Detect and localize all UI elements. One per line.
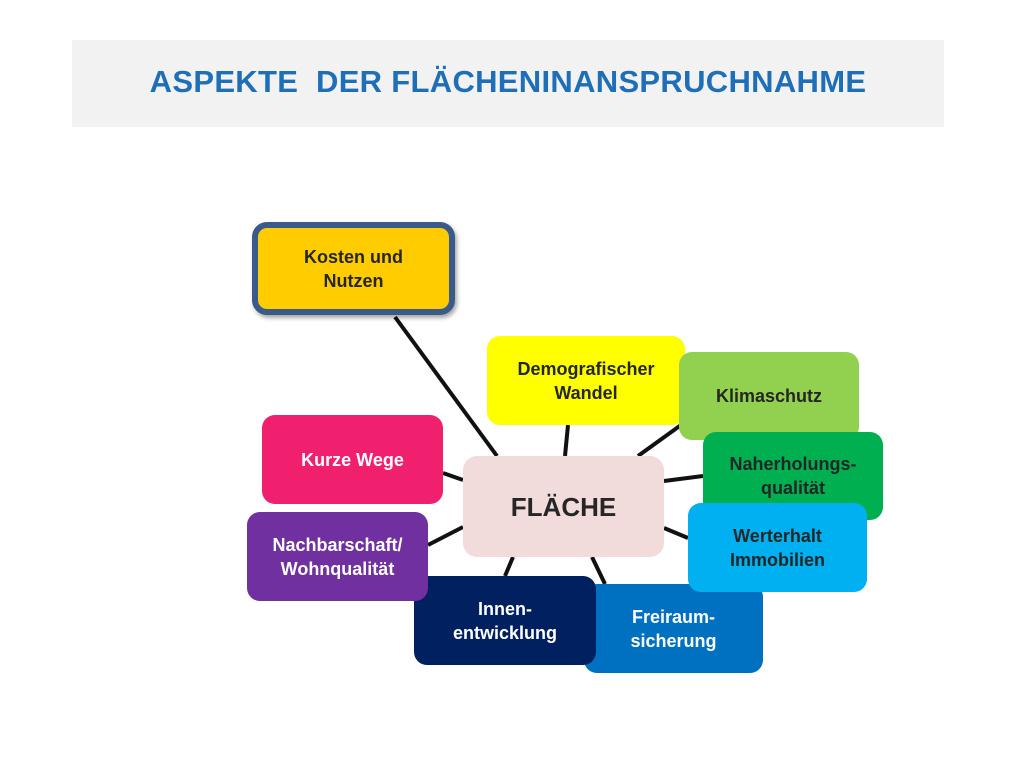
node-demografischer-wandel-label: Demografischer Wandel	[517, 358, 655, 403]
connector-freiraum	[590, 556, 607, 585]
connector-naherholung	[663, 474, 704, 483]
node-werterhalt-immobilien-label: Werterhalt Immobilien	[729, 525, 825, 570]
node-freiraumsicherung-label: Freiraum- sicherung	[630, 606, 717, 651]
center-node-label: FLÄCHE	[510, 491, 617, 522]
node-klimaschutz-label: Klimaschutz	[715, 386, 823, 406]
connector-werterhalt	[663, 526, 689, 540]
center-node-flaeche: FLÄCHE	[463, 456, 664, 557]
node-demografischer-wandel: Demografischer Wandel	[487, 336, 685, 425]
node-innenentwicklung: Innen- entwicklung	[414, 576, 596, 665]
node-werterhalt-immobilien: Werterhalt Immobilien	[688, 503, 867, 592]
node-innenentwicklung-label: Innen- entwicklung	[452, 598, 557, 643]
node-nachbarschaft-wohnqualitaet-label: Nachbarschaft/ Wohnqualität	[272, 534, 403, 579]
node-klimaschutz: Klimaschutz	[679, 352, 859, 440]
node-kurze-wege: Kurze Wege	[262, 415, 443, 504]
node-kosten-und-nutzen: Kosten und Nutzen	[252, 222, 455, 315]
connector-nachbarschaft	[427, 525, 464, 547]
connector-demografie	[563, 424, 570, 457]
node-kurze-wege-label: Kurze Wege	[301, 449, 404, 470]
node-freiraumsicherung: Freiraum- sicherung	[584, 584, 763, 673]
connector-kurze-wege	[442, 471, 464, 482]
node-nachbarschaft-wohnqualitaet: Nachbarschaft/ Wohnqualität	[247, 512, 428, 601]
connector-klima	[636, 423, 683, 458]
slide-title: ASPEKTE DER FLÄCHENINANSPRUCHNAHME	[149, 64, 867, 99]
title-bar: ASPEKTE DER FLÄCHENINANSPRUCHNAHME	[72, 40, 944, 127]
connector-kosten	[393, 315, 499, 458]
node-naherholungsqualitaet-label: Naherholungs- qualität	[729, 454, 857, 498]
node-kosten-und-nutzen-label: Kosten und Nutzen	[304, 246, 403, 291]
connector-innen	[503, 556, 515, 577]
